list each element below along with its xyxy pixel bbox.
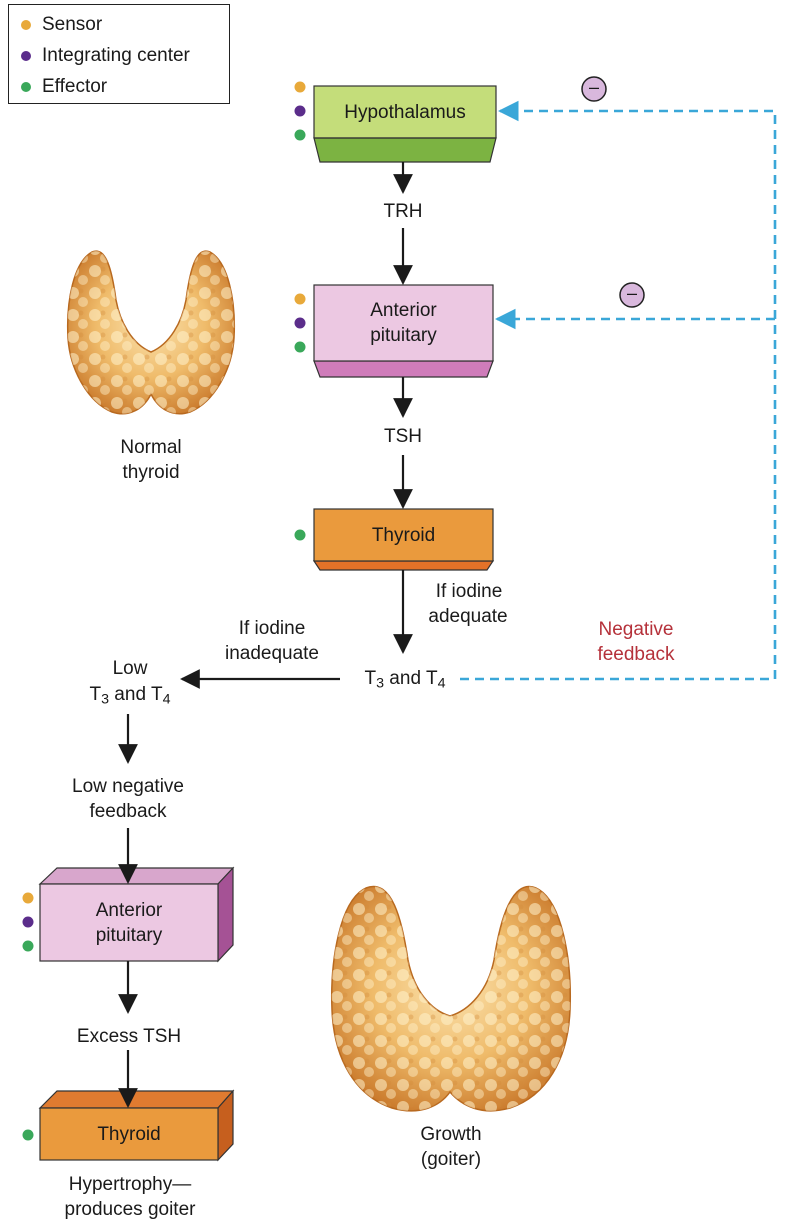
integrating-dot-icon (21, 51, 31, 61)
anterior-pituitary-box (313, 284, 494, 378)
legend: Sensor Integrating center Effector (8, 4, 230, 104)
hypothalamus-box (313, 85, 497, 163)
anterior-pituitary-label-2: Anterior pituitary (95, 899, 163, 946)
excess-tsh-label: Excess TSH (76, 1026, 182, 1047)
t3-t4-label: T3 and T4 (364, 668, 446, 692)
anterior-pituitary-label: Anterior pituitary (370, 300, 437, 346)
hypothalamus-label: Hypothalamus (344, 101, 466, 123)
legend-label: Sensor (42, 14, 103, 35)
low-negative-feedback-line2: feedback (89, 801, 167, 822)
normal-thyroid-illustration (66, 250, 236, 415)
if-iodine-adequate-line2: adequate (428, 606, 508, 627)
inhibition-symbol-2 (619, 282, 645, 308)
thyroid-box-2 (38, 1089, 235, 1162)
thyroid-box (312, 508, 495, 571)
low-label: Low (112, 658, 148, 679)
thyroid-label-2: Thyroid (97, 1123, 161, 1145)
negative-feedback-line2: feedback (597, 644, 675, 665)
tsh-label: TSH (384, 426, 422, 447)
growth-line1: Growth (420, 1124, 482, 1145)
growth-line2: (goiter) (420, 1149, 482, 1170)
if-iodine-inadequate-line2: inadequate (224, 643, 320, 664)
negative-feedback-line1: Negative (598, 619, 674, 640)
minus-sign-1: – (588, 77, 599, 97)
if-iodine-adequate-line1: If iodine (435, 581, 503, 602)
low-t3-t4-label: T3 and T4 (89, 684, 171, 708)
goiter-illustration (331, 885, 571, 1112)
indicator-dots (22, 81, 306, 1141)
thyroid-label: Thyroid (371, 524, 436, 546)
effector-dot-icon (21, 82, 31, 92)
flow-arrows (118, 162, 413, 1108)
hypertrophy-line2: produces goiter (64, 1199, 196, 1220)
legend-label: Integrating center (42, 45, 190, 66)
legend-label: Effector (42, 76, 108, 97)
normal-thyroid-line2: thyroid (122, 462, 180, 483)
negative-feedback-lines (460, 100, 777, 681)
hypertrophy-line1: Hypertrophy— (68, 1174, 192, 1195)
trh-label: TRH (383, 201, 423, 222)
minus-sign-2: – (626, 283, 637, 303)
low-negative-feedback-line1: Low negative (72, 776, 184, 797)
normal-thyroid-line1: Normal (120, 437, 182, 458)
anterior-pituitary-box-2 (38, 866, 235, 963)
inhibition-symbol-1 (581, 76, 607, 102)
sensor-dot-icon (21, 20, 31, 30)
if-iodine-inadequate-line1: If iodine (238, 618, 306, 639)
